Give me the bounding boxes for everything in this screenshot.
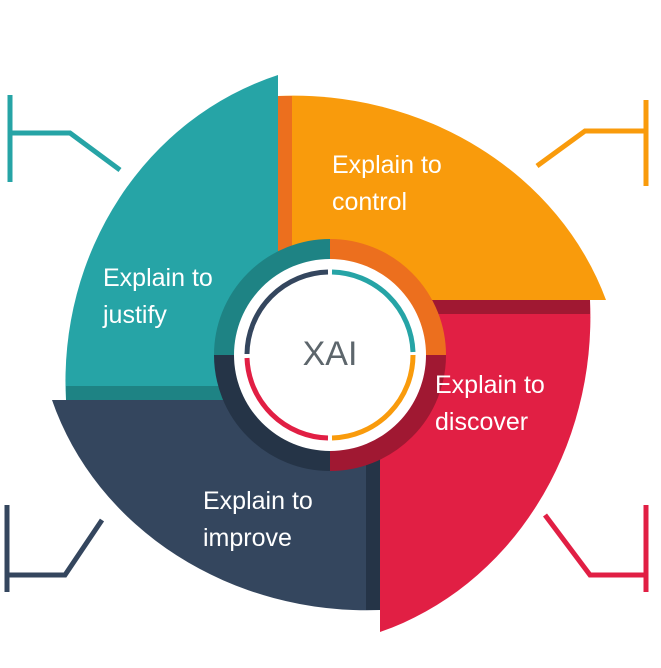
label-improve: Explain to improve (203, 483, 313, 557)
label-justify: Explain to justify (103, 260, 213, 334)
connector-discover (543, 505, 649, 592)
label-line: Explain to (332, 151, 442, 179)
label-line: control (332, 188, 408, 216)
label-line: Explain to (203, 487, 313, 515)
label-line: Explain to (435, 371, 545, 399)
connector-improve (4, 505, 105, 592)
label-line: justify (103, 301, 167, 329)
hub-inner-ring (244, 269, 416, 441)
label-line: improve (203, 524, 292, 552)
label-discover: Explain to discover (435, 367, 545, 441)
connectors (4, 95, 649, 592)
label-line: discover (435, 408, 529, 436)
connector-justify (7, 95, 122, 182)
label-line: Explain to (103, 264, 213, 292)
center-label: XAI (302, 335, 358, 373)
hub-circle (234, 259, 426, 451)
hub-ring (214, 239, 446, 471)
connector-control (535, 100, 649, 186)
label-control: Explain to control (332, 147, 442, 221)
